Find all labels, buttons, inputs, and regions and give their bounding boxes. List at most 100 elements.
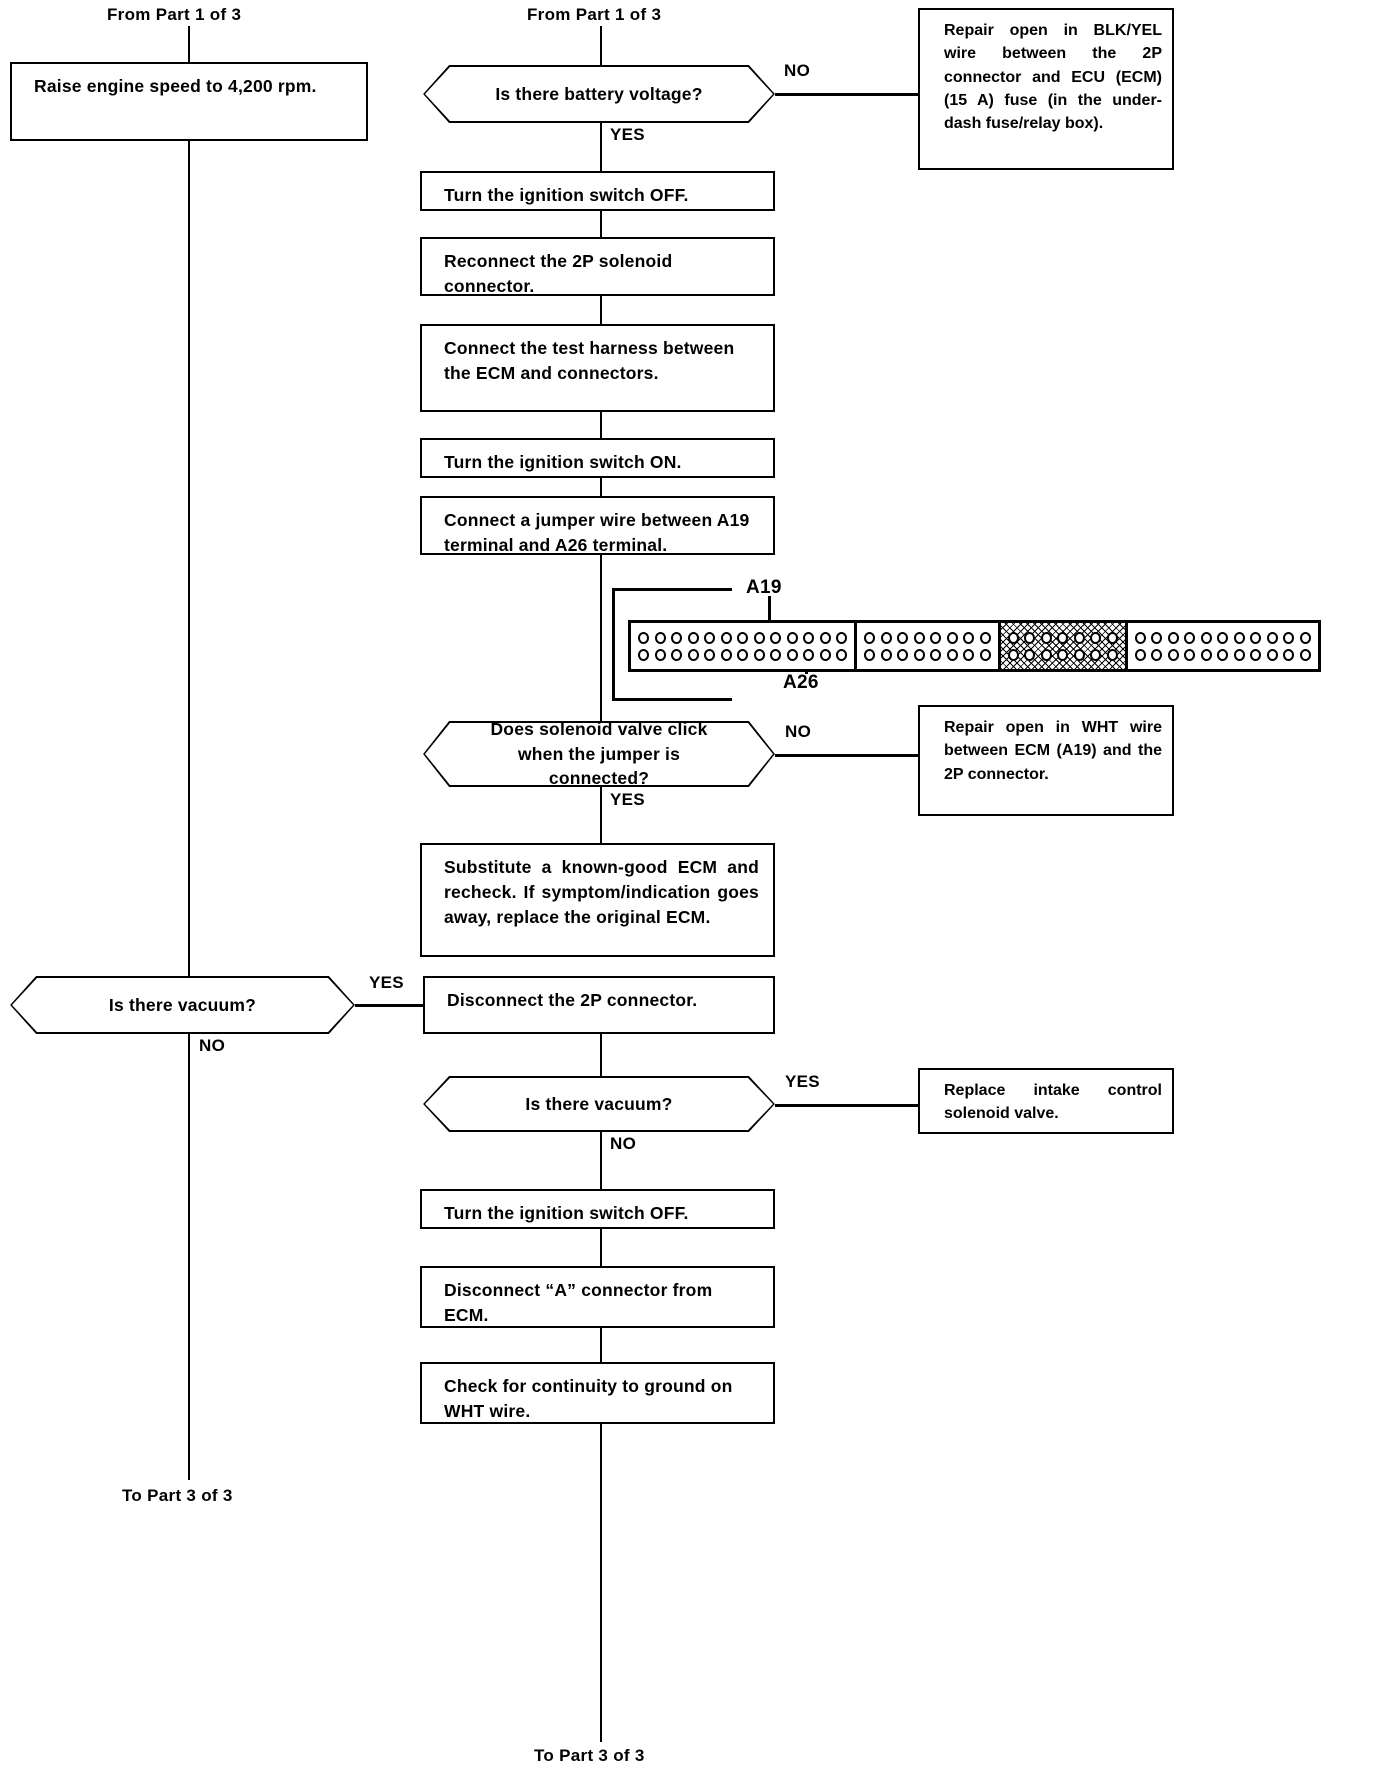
connector-pin [819,631,831,644]
label-battery-voltage-no: NO [784,61,811,80]
connector-pin [836,631,847,644]
box-repair-open-wht: Repair open in WHT wire between ECM (A19… [918,705,1174,816]
label-solenoid-click-yes: YES [610,790,645,809]
box-disconnect-a-connector: Disconnect “A” connector from ECM. [420,1266,775,1328]
box-turn-ignition-switch-off-1: Turn the ignition switch OFF. [420,171,775,211]
connector-pin [687,648,699,661]
decision-is-there-vacuum-left: Is there vacuum? [10,976,355,1034]
connector-pin-row [864,631,991,644]
line-after-reconnect-2p [600,296,602,324]
label-center-vacuum-no: NO [610,1134,637,1153]
decision-is-there-battery-voltage: Is there battery voltage? [423,65,775,123]
connector-bank-4 [1124,620,1321,672]
ecm-connector-pin-diagram [628,620,1376,672]
connector-pin [687,631,699,644]
connector-pin [1299,631,1311,644]
box-turn-ignition-switch-off-2: Turn the ignition switch OFF. [420,1189,775,1229]
connector-pin [1217,631,1228,644]
box-replace-intake-control-solenoid-valve: Replace intake control solenoid valve. [918,1068,1174,1134]
connector-pin-row [864,648,991,661]
decision-does-solenoid-valve-click-text: Does solenoid valve click when the jumpe… [490,719,708,789]
header-from-part-1-center: From Part 1 of 3 [527,5,662,24]
line-after-disconnect-2p [600,1034,602,1076]
line-left-spine [188,141,190,976]
connector-pin [786,631,798,644]
connector-pin [671,631,682,644]
connector-pin [720,648,732,661]
connector-pin [836,648,847,661]
connector-pin [897,648,908,661]
connector-pin [704,648,715,661]
connector-pin [704,631,715,644]
connector-pin [946,648,958,661]
box-turn-ignition-switch-on: Turn the ignition switch ON. [420,438,775,478]
footer-to-part-3-left: To Part 3 of 3 [122,1486,233,1505]
connector-pin [1167,631,1179,644]
connector-pin [963,648,974,661]
line-after-disconnect-a [600,1328,602,1362]
connector-pin [1024,648,1035,661]
connector-pin [803,631,814,644]
connector-pin [671,648,682,661]
line-after-ign-off-2 [600,1229,602,1266]
connector-pin [880,648,892,661]
connector-pin [1090,648,1101,661]
connector-pin [1283,648,1294,661]
connector-pin [1073,648,1085,661]
line-after-ign-off-1 [600,211,602,237]
label-battery-voltage-yes: YES [610,125,645,144]
connector-label-a26: A26 [783,672,819,693]
connector-pin [1024,631,1035,644]
line-solenoid-click-yes [600,787,602,843]
connector-pin [979,631,991,644]
connector-pin [753,631,765,644]
connector-pin [654,631,666,644]
connector-pin [1007,648,1019,661]
connector-pin [803,648,814,661]
connector-pin [1151,631,1162,644]
connector-pin [786,648,798,661]
connector-pin [930,648,941,661]
connector-bank-2 [854,620,1001,672]
connector-label-a19: A19 [746,577,782,598]
box-substitute-known-good-ecm: Substitute a known-good ECM and recheck.… [420,843,775,957]
connector-pin [654,648,666,661]
decision-is-there-vacuum-left-text: Is there vacuum? [108,994,257,1015]
connector-pin [1283,631,1294,644]
connector-pin [770,631,781,644]
box-reconnect-2p-solenoid-connector: Reconnect the 2P solenoid connector. [420,237,775,296]
connector-pin [864,648,875,661]
box-repair-open-blk-yel: Repair open in BLK/YEL wire between the … [918,8,1174,170]
connector-pin [1151,648,1162,661]
connector-pin-row [638,631,847,644]
connector-pin [1233,648,1245,661]
connector-pin [1217,648,1228,661]
connector-pin [1134,648,1146,661]
connector-pin [638,648,649,661]
connector-pin [1184,648,1195,661]
connector-pin [1134,631,1146,644]
line-left-header-drop [188,26,190,68]
connector-pin-row [638,648,847,661]
connector-pin [1090,631,1101,644]
connector-pin [1266,631,1278,644]
line-after-test-harness [600,412,602,438]
connector-pin [1184,631,1195,644]
connector-pin [1250,648,1261,661]
label-center-vacuum-yes: YES [785,1072,820,1091]
connector-pin [913,648,925,661]
connector-pin [737,631,748,644]
connector-pin-row [1007,648,1118,661]
footer-to-part-3-center: To Part 3 of 3 [534,1746,645,1765]
connector-pin [737,648,748,661]
connector-pin [1073,631,1085,644]
line-battery-no [775,93,920,96]
decision-does-solenoid-valve-click: Does solenoid valve click when the jumpe… [423,721,775,787]
connector-pin [897,631,908,644]
connector-pin [1007,631,1019,644]
connector-pin [1106,648,1118,661]
line-after-ign-on [600,478,602,496]
connector-pin [1106,631,1118,644]
connector-pin [753,648,765,661]
label-solenoid-click-no: NO [785,722,812,741]
